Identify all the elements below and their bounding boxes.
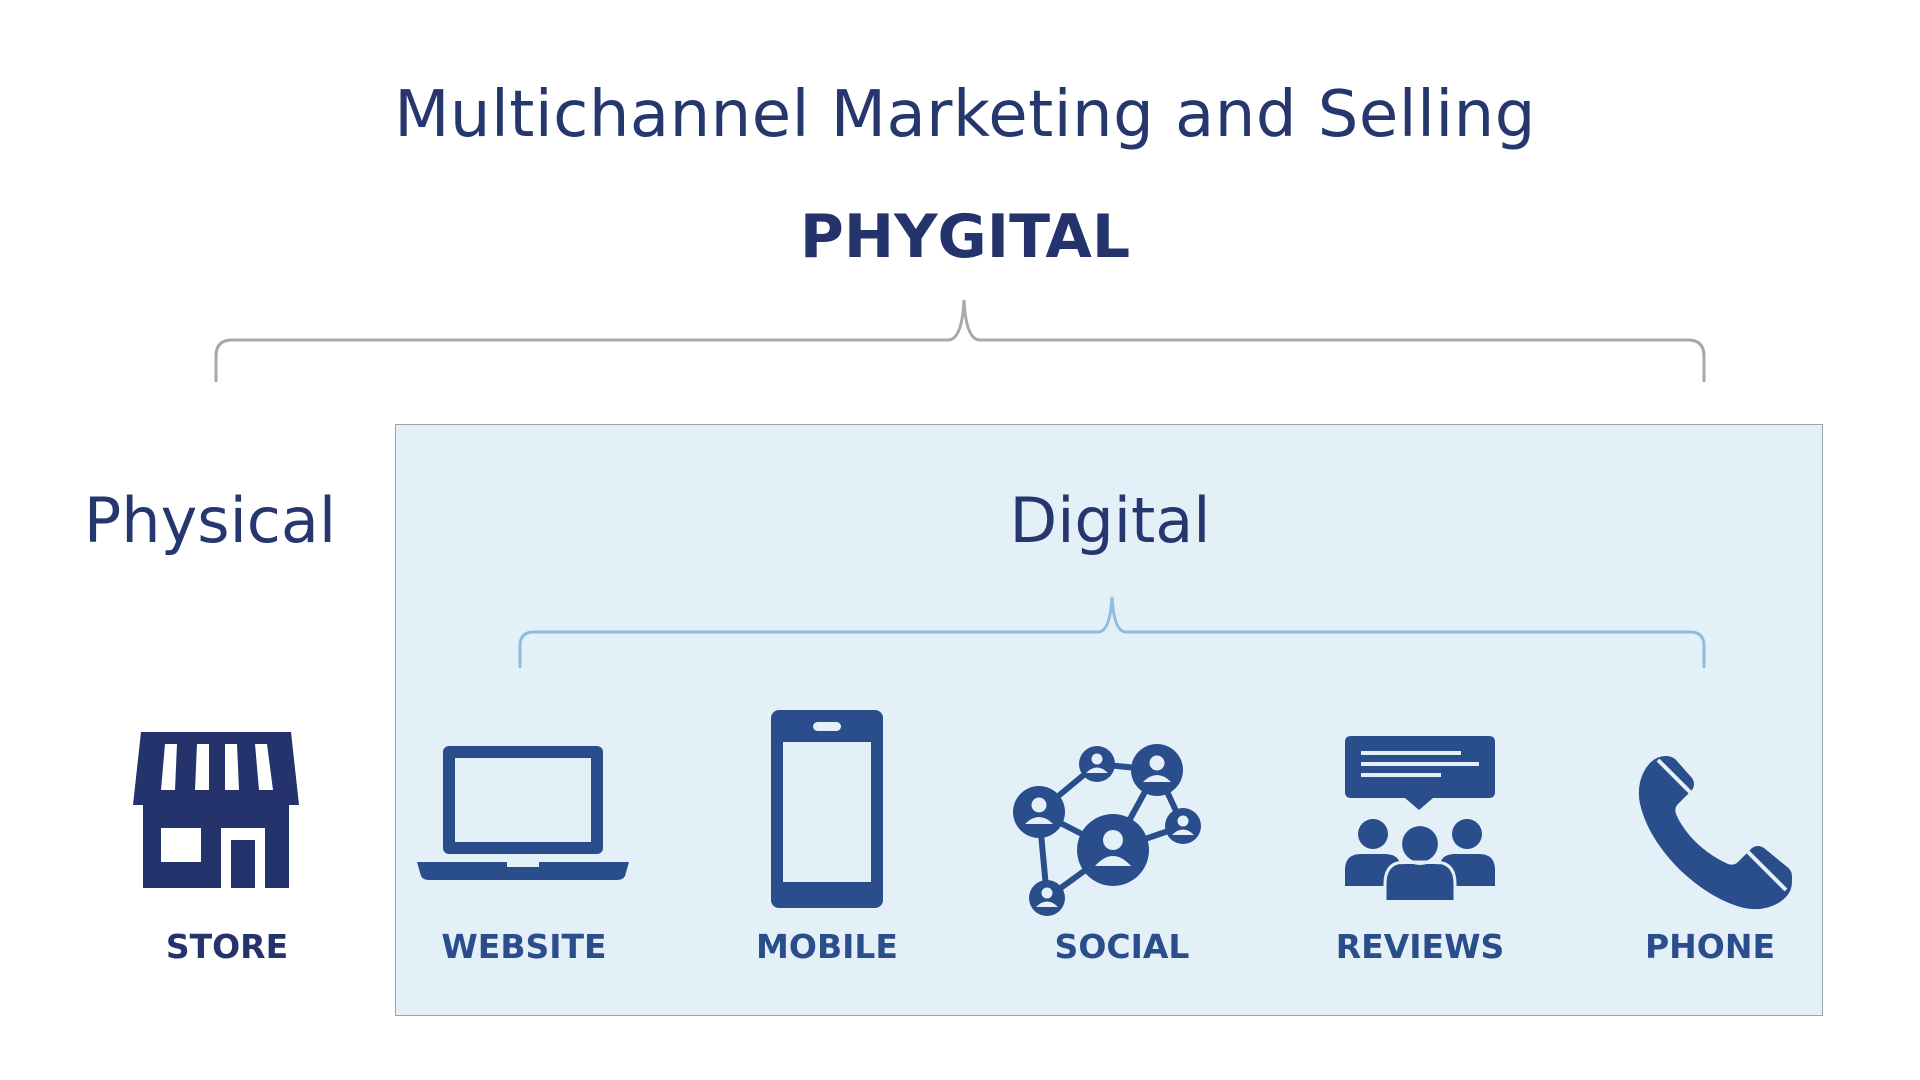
phone-label: PHONE	[1644, 927, 1776, 966]
diagram-title: Multichannel Marketing and Selling	[394, 78, 1536, 152]
digital-label: Digital	[1009, 484, 1211, 557]
reviews-icon	[1345, 736, 1495, 900]
social-network-icon	[1013, 744, 1201, 916]
store-icon	[133, 732, 299, 888]
telephone-icon	[1638, 756, 1792, 910]
social-label: SOCIAL	[1054, 927, 1190, 966]
website-label: WEBSITE	[441, 927, 607, 966]
physical-label: Physical	[83, 484, 337, 557]
store-label: STORE	[165, 927, 289, 966]
reviews-label: REVIEWS	[1335, 927, 1505, 966]
top-bracket	[214, 299, 1706, 382]
diagram-subtitle: PHYGITAL	[799, 202, 1131, 272]
mobile-label: MOBILE	[756, 927, 898, 966]
digital-bracket	[518, 596, 1706, 668]
laptop-icon	[417, 746, 629, 880]
digital-panel	[395, 424, 1823, 1016]
mobile-phone-icon	[771, 710, 883, 908]
